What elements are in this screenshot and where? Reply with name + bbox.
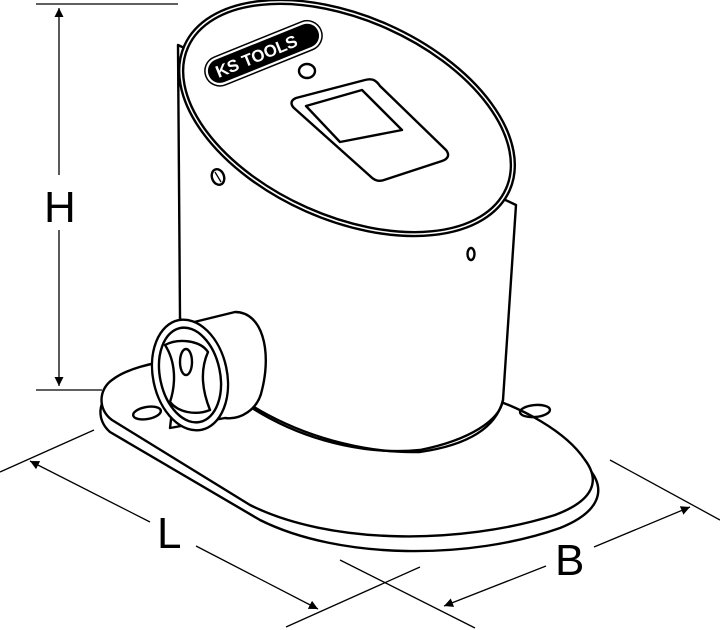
dimension-label-b: B <box>555 536 584 585</box>
side-screw <box>210 168 226 186</box>
square-drive <box>163 339 212 414</box>
top-face: KS TOOLS <box>177 0 517 238</box>
dimension-h: H <box>36 3 178 391</box>
mounting-hole-left <box>131 405 163 421</box>
dimension-label-h: H <box>44 183 76 232</box>
drive-detent <box>178 347 194 377</box>
mounting-hole-right <box>518 403 552 419</box>
dimension-label-l: L <box>157 509 181 558</box>
side-hole <box>466 246 476 262</box>
top-button <box>297 62 317 80</box>
drive-socket <box>150 310 267 432</box>
lcd-screen <box>304 88 404 144</box>
dimension-b: B <box>339 459 720 629</box>
dimension-l: L <box>0 429 421 628</box>
display-panel <box>290 78 450 182</box>
